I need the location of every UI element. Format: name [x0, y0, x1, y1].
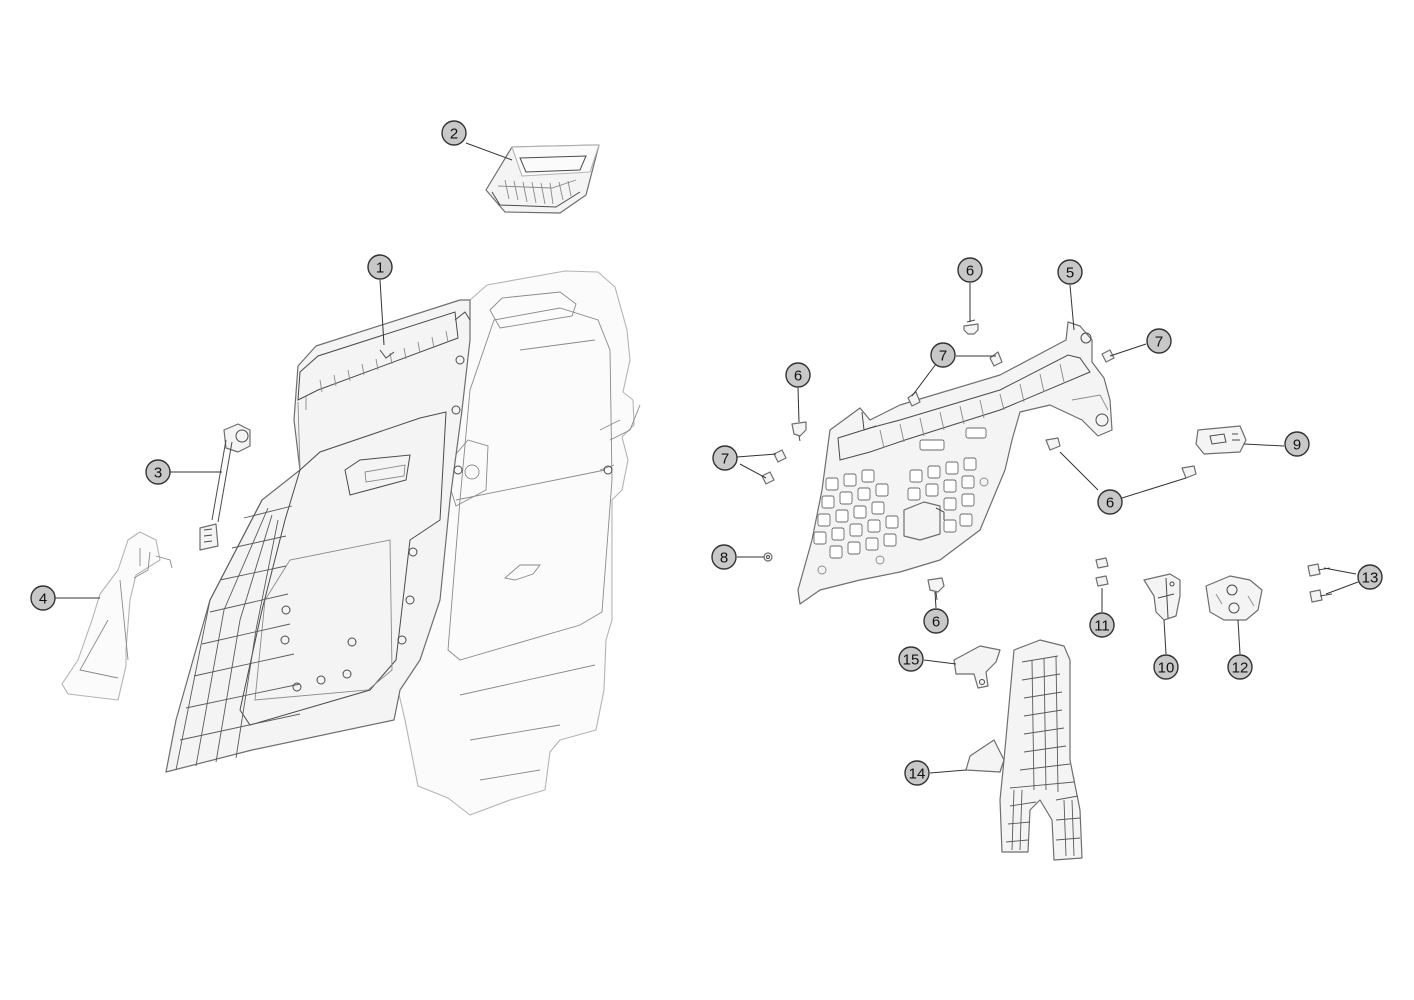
callout-10: 10 — [1153, 654, 1179, 680]
callout-7-left: 7 — [712, 445, 738, 471]
clip-7-right — [1101, 349, 1115, 363]
callout-15-label: 15 — [903, 652, 920, 669]
callout-7-top: 7 — [930, 342, 956, 368]
fastener-6-right-b — [1181, 465, 1197, 479]
fastener-6-left — [791, 421, 807, 442]
clip-7-top-b — [989, 351, 1003, 367]
callout-9-label: 9 — [1293, 437, 1301, 454]
callout-10-label: 10 — [1158, 660, 1175, 677]
callout-2-label: 2 — [450, 126, 458, 143]
part-5-quarter-panel — [797, 321, 1113, 605]
callout-6-right-label: 6 — [1106, 495, 1114, 512]
callout-7-right: 7 — [1146, 328, 1172, 354]
callout-15: 15 — [898, 646, 924, 672]
callout-5: 5 — [1057, 259, 1083, 285]
part-12-hinge-bracket — [1205, 575, 1263, 621]
callout-14: 14 — [904, 760, 930, 786]
part-14-lower-grid-trim — [965, 639, 1083, 861]
callout-14-label: 14 — [909, 766, 926, 783]
callout-8: 8 — [711, 544, 737, 570]
clip-7-left-a — [773, 449, 787, 463]
callout-7-top-label: 7 — [939, 348, 947, 365]
panel-grid-cells — [813, 427, 987, 559]
callout-6-bottom-label: 6 — [932, 614, 940, 631]
callout-13: 13 — [1357, 564, 1383, 590]
part-10-latch — [1143, 573, 1181, 621]
callout-11-label: 11 — [1094, 618, 1110, 635]
fastener-8-nut — [763, 552, 773, 562]
panel-fastener-holes — [280, 355, 613, 692]
callout-4: 4 — [30, 585, 56, 611]
part-9-switch-cover — [1195, 425, 1247, 455]
leader-lines — [55, 142, 1359, 774]
part-4-pillar-trim — [61, 531, 173, 701]
callout-7-left-label: 7 — [721, 451, 729, 468]
part-13-screws — [1307, 563, 1333, 603]
part-15-bracket — [953, 645, 1001, 689]
callout-6-left: 6 — [785, 362, 811, 388]
part-11-studs — [1095, 557, 1109, 587]
callout-6-top-label: 6 — [966, 263, 974, 280]
callout-13-label: 13 — [1362, 570, 1379, 587]
callout-6-left-label: 6 — [794, 368, 802, 385]
callout-1-label: 1 — [376, 260, 384, 277]
callout-12-label: 12 — [1232, 660, 1249, 677]
callout-12: 12 — [1227, 654, 1253, 680]
part-3-wiring-harness — [199, 423, 251, 551]
callout-6-bottom: 6 — [923, 608, 949, 634]
callout-4-label: 4 — [39, 591, 47, 608]
clip-7-left-b — [761, 471, 775, 485]
part-2-air-vent — [485, 144, 600, 214]
callout-6-right: 6 — [1097, 489, 1123, 515]
fastener-6-bottom — [927, 577, 945, 601]
fastener-6-top — [963, 319, 979, 335]
callout-7-right-label: 7 — [1155, 334, 1163, 351]
callout-11: 11 — [1089, 612, 1115, 638]
callout-9: 9 — [1284, 431, 1310, 457]
callout-2: 2 — [441, 120, 467, 146]
part-1-side-trim-panel — [165, 270, 641, 816]
callout-1: 1 — [367, 254, 393, 280]
callout-5-label: 5 — [1066, 265, 1074, 282]
callout-3: 3 — [145, 459, 171, 485]
fastener-6-right-a — [1045, 437, 1061, 451]
callout-8-label: 8 — [720, 550, 728, 567]
callout-3-label: 3 — [154, 465, 162, 482]
callout-6-top: 6 — [957, 257, 983, 283]
